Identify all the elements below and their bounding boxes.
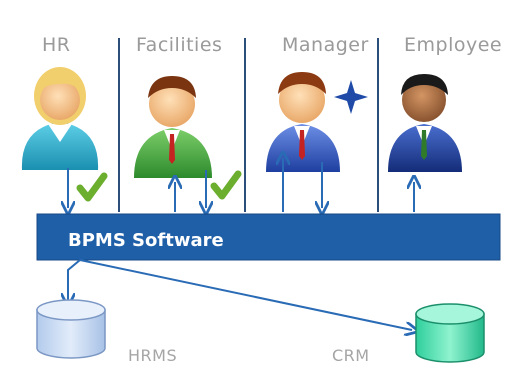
- crm-database-icon: [415, 303, 485, 363]
- check-icon: [76, 172, 108, 202]
- check-icon: [210, 170, 242, 200]
- role-label-employee: Employee: [404, 34, 503, 56]
- bpms-bar: [36, 213, 501, 261]
- manager-person-icon: [266, 72, 340, 172]
- bpms-label: BPMS Software: [68, 230, 224, 251]
- role-label-manager: Manager: [282, 34, 369, 56]
- hr-person-icon: [21, 67, 99, 170]
- sparkle-icon: [334, 80, 368, 114]
- db-label-crm: CRM: [332, 346, 370, 365]
- connector-to-crm: [79, 259, 412, 330]
- role-label-facilities: Facilities: [136, 34, 223, 56]
- connector-to-hrms: [68, 259, 81, 300]
- facilities-person-icon: [134, 76, 212, 178]
- employee-person-icon: [388, 74, 462, 172]
- role-label-hr: HR: [42, 34, 71, 56]
- db-label-hrms: HRMS: [128, 346, 178, 365]
- hrms-database-icon: [36, 299, 106, 359]
